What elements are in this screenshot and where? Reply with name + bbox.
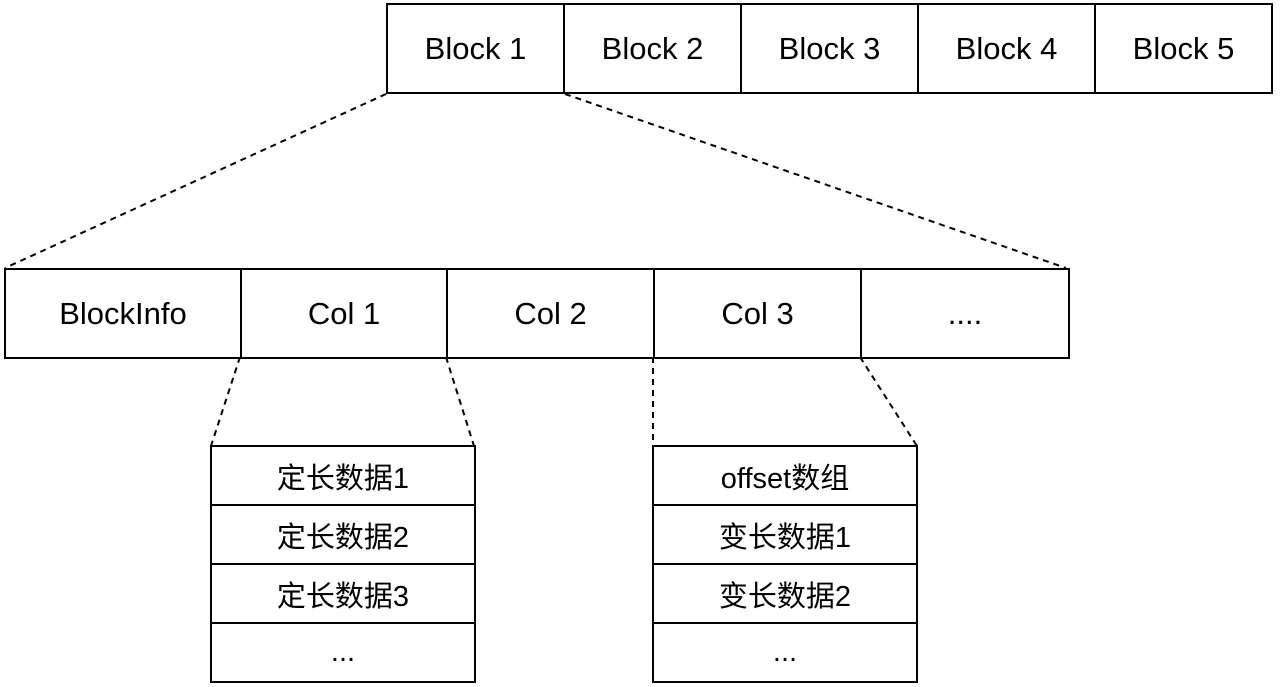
block-5: Block 5 bbox=[1094, 3, 1273, 94]
connector-col1-right bbox=[445, 356, 475, 447]
variable-data-2: 变长数据2 bbox=[652, 563, 918, 624]
offset-array: offset数组 bbox=[652, 445, 918, 506]
block-1: Block 1 bbox=[386, 3, 565, 94]
fixed-data-3: 定长数据3 bbox=[210, 563, 476, 624]
blocks-row: Block 1 Block 2 Block 3 Block 4 Block 5 bbox=[386, 3, 1273, 94]
block-3: Block 3 bbox=[740, 3, 919, 94]
variable-length-column: offset数组 变长数据1 变长数据2 ... bbox=[652, 445, 918, 683]
variable-data-1: 变长数据1 bbox=[652, 504, 918, 565]
fixed-data-2: 定长数据2 bbox=[210, 504, 476, 565]
connector-block1-left bbox=[4, 93, 387, 269]
ellipsis-cell: .... bbox=[860, 268, 1070, 359]
variable-data-more: ... bbox=[652, 622, 918, 683]
col-1-cell: Col 1 bbox=[240, 268, 448, 359]
blockinfo-cell: BlockInfo bbox=[4, 268, 242, 359]
block-detail-row: BlockInfo Col 1 Col 2 Col 3 .... bbox=[4, 268, 1070, 359]
col-2-cell: Col 2 bbox=[446, 268, 655, 359]
col-3-cell: Col 3 bbox=[653, 268, 862, 359]
fixed-data-more: ... bbox=[210, 622, 476, 683]
fixed-length-column: 定长数据1 定长数据2 定长数据3 ... bbox=[210, 445, 476, 683]
block-4: Block 4 bbox=[917, 3, 1096, 94]
connector-col3-right bbox=[859, 356, 918, 447]
connector-col1-left bbox=[210, 356, 241, 447]
block-2: Block 2 bbox=[563, 3, 742, 94]
connector-block1-right bbox=[564, 93, 1067, 269]
fixed-data-1: 定长数据1 bbox=[210, 445, 476, 506]
